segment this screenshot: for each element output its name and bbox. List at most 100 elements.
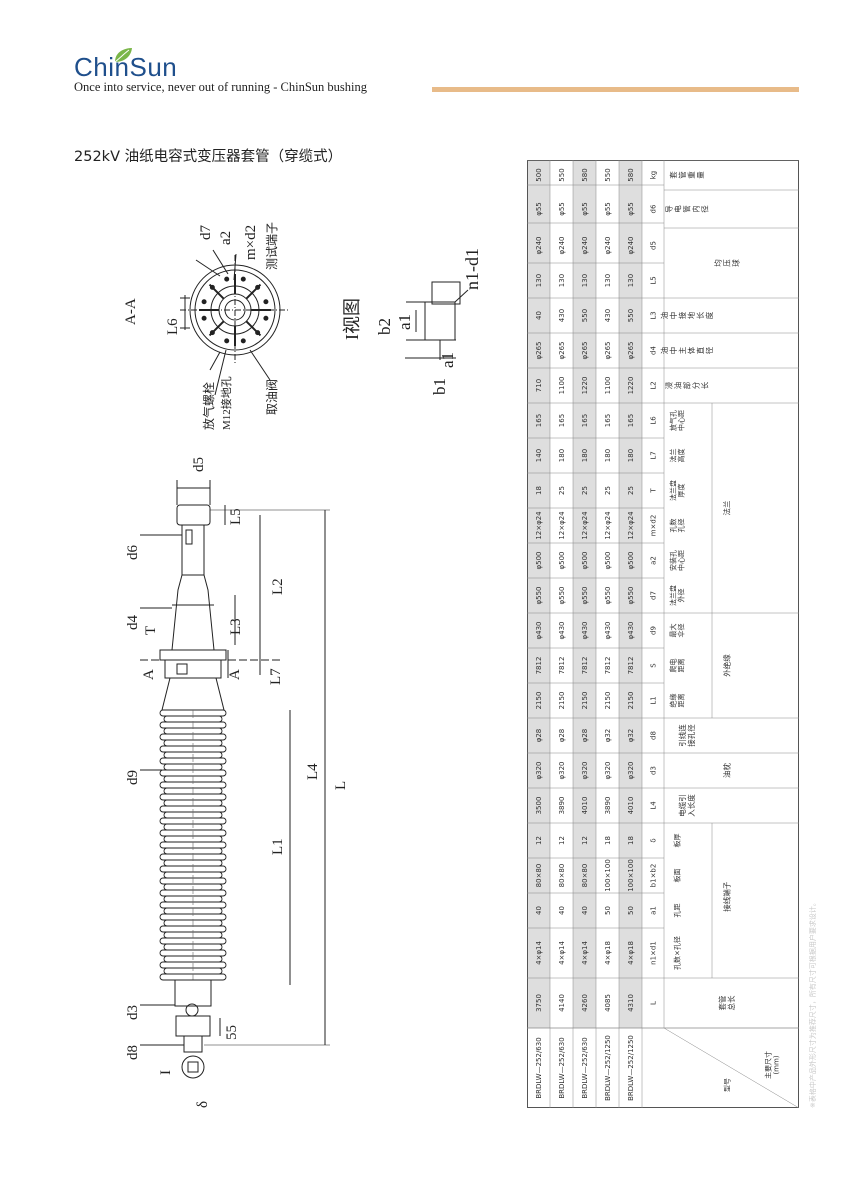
table-cell: 4010 [627,797,635,815]
table-cell: φ265 [627,342,635,360]
table-cell: 7812 [627,657,635,675]
table-cell: φ430 [581,622,589,640]
table-group-label: 外绝缘 [722,654,732,677]
table-cell: φ240 [604,237,612,255]
table-cell: φ500 [604,552,612,570]
label-view-mark: I [158,1070,174,1075]
label-b1: b1 [430,378,449,395]
bushing-drawing: A-A d7 a2 m×d2 测试端子 L6 放气螺栓 M12接地孔 取油阀 I… [123,222,482,1108]
label-L: L [333,781,349,790]
label-L1: L1 [270,838,286,855]
table-sub-label: 法兰高度 [668,449,685,463]
footnote: ※表格中产品外形尺寸为推荐尺寸，所有尺寸可根据用户要求设计。 [808,899,817,1108]
label-b2: b2 [375,318,394,335]
label-test-tap: 测试端子 [264,222,279,270]
table-cell: 3750 [535,994,543,1012]
label-L3: L3 [228,618,244,635]
table-cell: φ550 [581,587,589,605]
table-cell: 130 [558,274,566,287]
table-group-label: 套管总长 [717,995,736,1010]
table-cell: φ265 [558,342,566,360]
table-cell: 40 [581,906,589,915]
header-accent-bar [432,87,799,92]
label-55: 55 [224,1025,240,1040]
table-cell: 140 [535,449,543,462]
table-cell: 40 [535,311,543,320]
label-L2: L2 [270,578,286,595]
table-symbol: L [649,1001,657,1005]
table-cell: φ320 [627,762,635,780]
table-cell: 130 [627,274,635,287]
table-cell: φ55 [535,202,543,216]
table-sub-label: 绝缘距离 [668,694,685,708]
table-cell: 2150 [581,692,589,710]
table-group-label: 法兰 [722,500,732,515]
table-cell: 4×φ14 [558,941,566,965]
table-cell: 180 [604,449,612,462]
table-row [619,160,642,1028]
label-A-right: A [227,669,243,680]
label-d5: d5 [191,457,207,472]
table-cell: φ240 [558,237,566,255]
table-symbol: kg [649,171,657,180]
table-symbol: d3 [649,766,657,775]
table-symbol: T [649,488,657,494]
table-cell: 180 [627,449,635,462]
label-L7: L7 [268,668,284,685]
table-cell: φ430 [558,622,566,640]
table-symbol: L3 [649,311,657,319]
table-cell: 18 [627,836,635,845]
model-name: BRDLW—252/630 [581,1037,589,1098]
label-ground: M12接地孔 [220,376,233,430]
table-symbol: L2 [649,381,657,389]
table-symbol: S [649,663,657,668]
table-cell: φ28 [535,729,543,743]
table-symbol: a1 [649,906,657,915]
table-cell: φ240 [581,237,589,255]
table-cell: 2150 [604,692,612,710]
table-symbol: d6 [649,204,657,213]
table-cell: 165 [627,414,635,427]
model-name: BRDLW—252/630 [535,1037,543,1098]
table-cell: 80×80 [558,864,566,888]
table-cell: 1100 [604,377,612,395]
label-T: T [143,626,159,635]
table-cell: 180 [581,449,589,462]
table-symbol: n1×d1 [649,941,657,965]
table-cell: 165 [581,414,589,427]
table-symbol: b1×b2 [649,864,657,888]
table-symbol: d9 [649,626,657,635]
table-group-label: 导电管内径 [665,205,710,213]
table-cell: 4010 [581,797,589,815]
table-cell: 1220 [581,377,589,395]
label-L5: L5 [228,508,244,525]
model-name: BRDLW—252/630 [558,1037,566,1098]
table-cell: 7812 [581,657,589,675]
table-cell: 2150 [558,692,566,710]
table-cell: 550 [581,309,589,322]
table-cell: 430 [558,309,566,322]
table-symbol: L4 [649,801,657,810]
table-symbol: a2 [649,556,657,565]
table-symbol: d5 [649,241,657,250]
table-cell: φ55 [581,202,589,216]
brand-slogan: Once into service, never out of running … [74,80,368,94]
table-group-label: 电缆引入长度 [677,794,696,817]
table-symbol: L5 [649,276,657,284]
table-group-label: 套管重量 [668,171,705,179]
label-view: I视图 [342,298,362,340]
label-oil-valve: 取油阀 [265,379,279,415]
table-cell: 1100 [558,377,566,395]
table-group-label: 油中主体直径 [659,346,714,354]
table-cell: 25 [581,486,589,495]
table-cell: φ550 [604,587,612,605]
table-cell: φ430 [627,622,635,640]
table-sub-label: 孔数孔径 [668,519,685,533]
table-cell: φ550 [558,587,566,605]
table-cell: φ500 [581,552,589,570]
table-cell: 2150 [627,692,635,710]
table-sub-label: 板厚 [672,834,681,848]
dimension-lines [140,480,330,1046]
table-corner-top: 主要尺寸(mm) [763,1051,780,1079]
